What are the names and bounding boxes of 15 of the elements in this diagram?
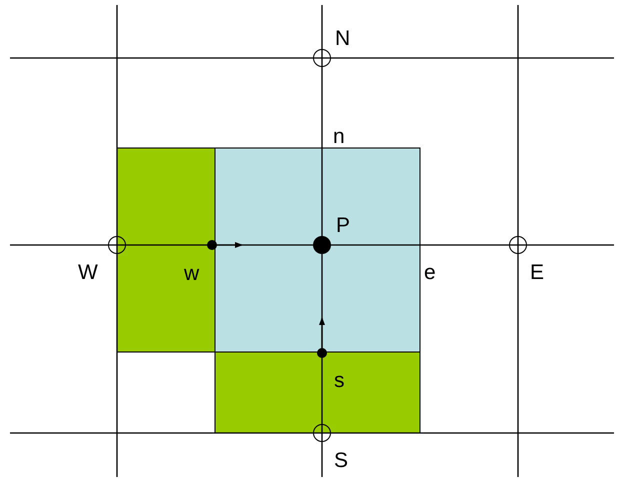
grid-node-circle	[108, 236, 126, 254]
arrow	[319, 317, 325, 348]
point-label: E	[530, 262, 544, 283]
grid-node-circle	[509, 236, 527, 254]
arrow	[217, 242, 243, 248]
point-label: w	[184, 263, 200, 284]
point-label: W	[78, 262, 98, 283]
point-label: P	[336, 215, 350, 236]
face-label: n	[333, 126, 345, 147]
point-label: s	[334, 370, 344, 391]
grid-node-circle	[313, 49, 331, 67]
face-label: e	[424, 262, 436, 283]
point-label: S	[334, 450, 348, 471]
point-label: N	[335, 28, 350, 49]
grid-node-circle	[313, 424, 331, 442]
